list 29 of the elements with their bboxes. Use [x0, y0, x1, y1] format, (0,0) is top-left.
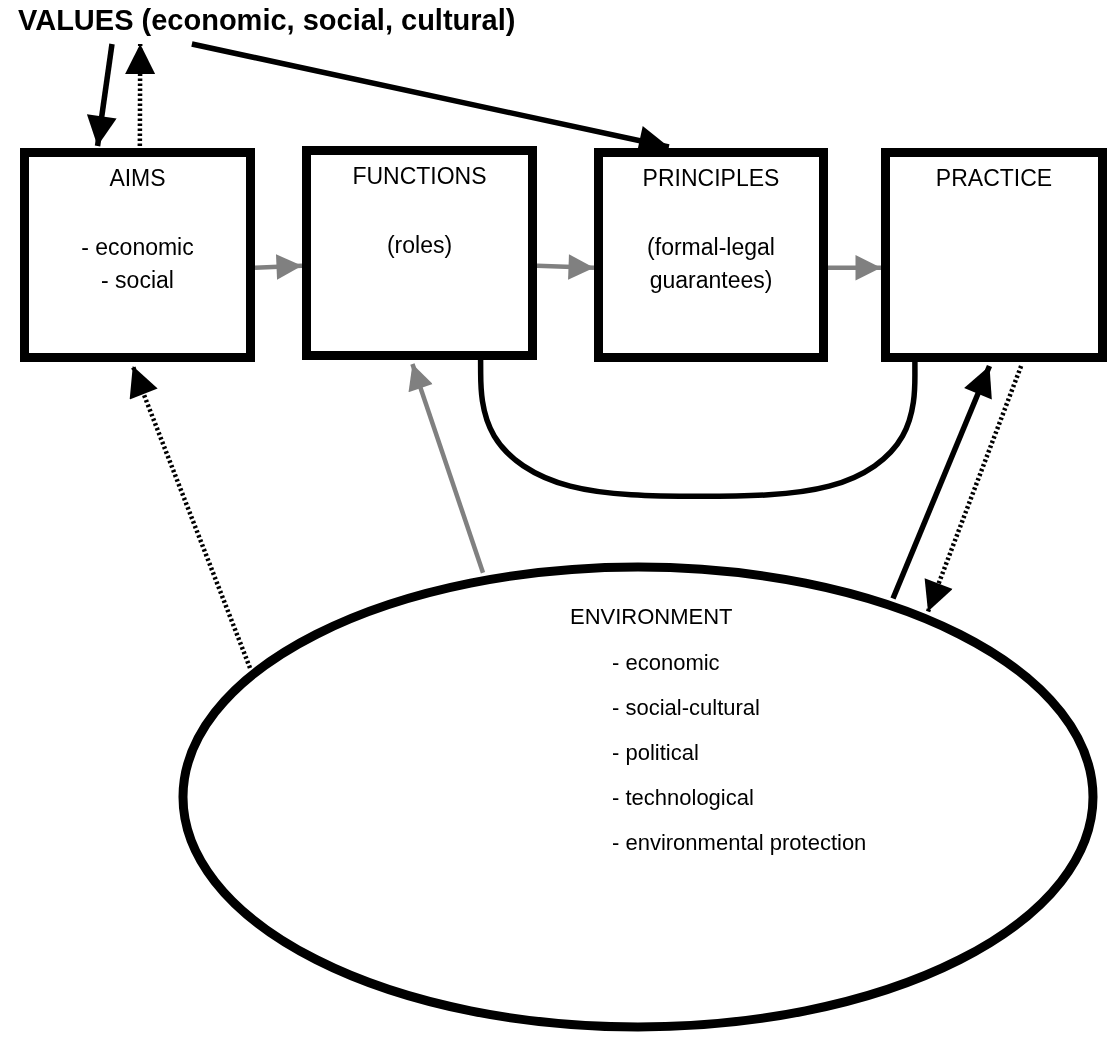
connector-curve — [477, 360, 918, 500]
arrow — [828, 255, 881, 281]
list-item: - political — [612, 740, 699, 766]
arrow — [254, 254, 303, 280]
list-item: - economic — [612, 650, 720, 676]
box-heading: PRINCIPLES — [642, 165, 780, 193]
ellipse-heading: ENVIRONMENT — [570, 604, 733, 630]
arrow — [536, 254, 595, 280]
box-text: (formal-legal guarantees) — [646, 232, 776, 295]
box-heading: FUNCTIONS — [352, 163, 487, 191]
arrow — [129, 365, 253, 669]
box-text: - social — [101, 265, 174, 295]
list-item: - environmental protection — [612, 830, 867, 856]
arrow — [86, 43, 117, 147]
box-text: - economic — [81, 232, 194, 262]
values-heading: VALUES (economic, social, cultural) — [18, 4, 516, 36]
box-text: (roles) — [386, 230, 453, 260]
list-item: - social-cultural — [612, 695, 760, 721]
process-box — [20, 148, 255, 362]
process-box — [302, 146, 537, 360]
process-box — [594, 148, 828, 362]
arrow — [890, 364, 992, 600]
arrow — [125, 44, 156, 146]
arrow — [924, 365, 1024, 613]
arrow — [408, 363, 486, 574]
box-heading: AIMS — [109, 165, 166, 193]
list-item: - technological — [612, 785, 754, 811]
process-box — [881, 148, 1107, 362]
box-heading: PRACTICE — [935, 165, 1053, 193]
